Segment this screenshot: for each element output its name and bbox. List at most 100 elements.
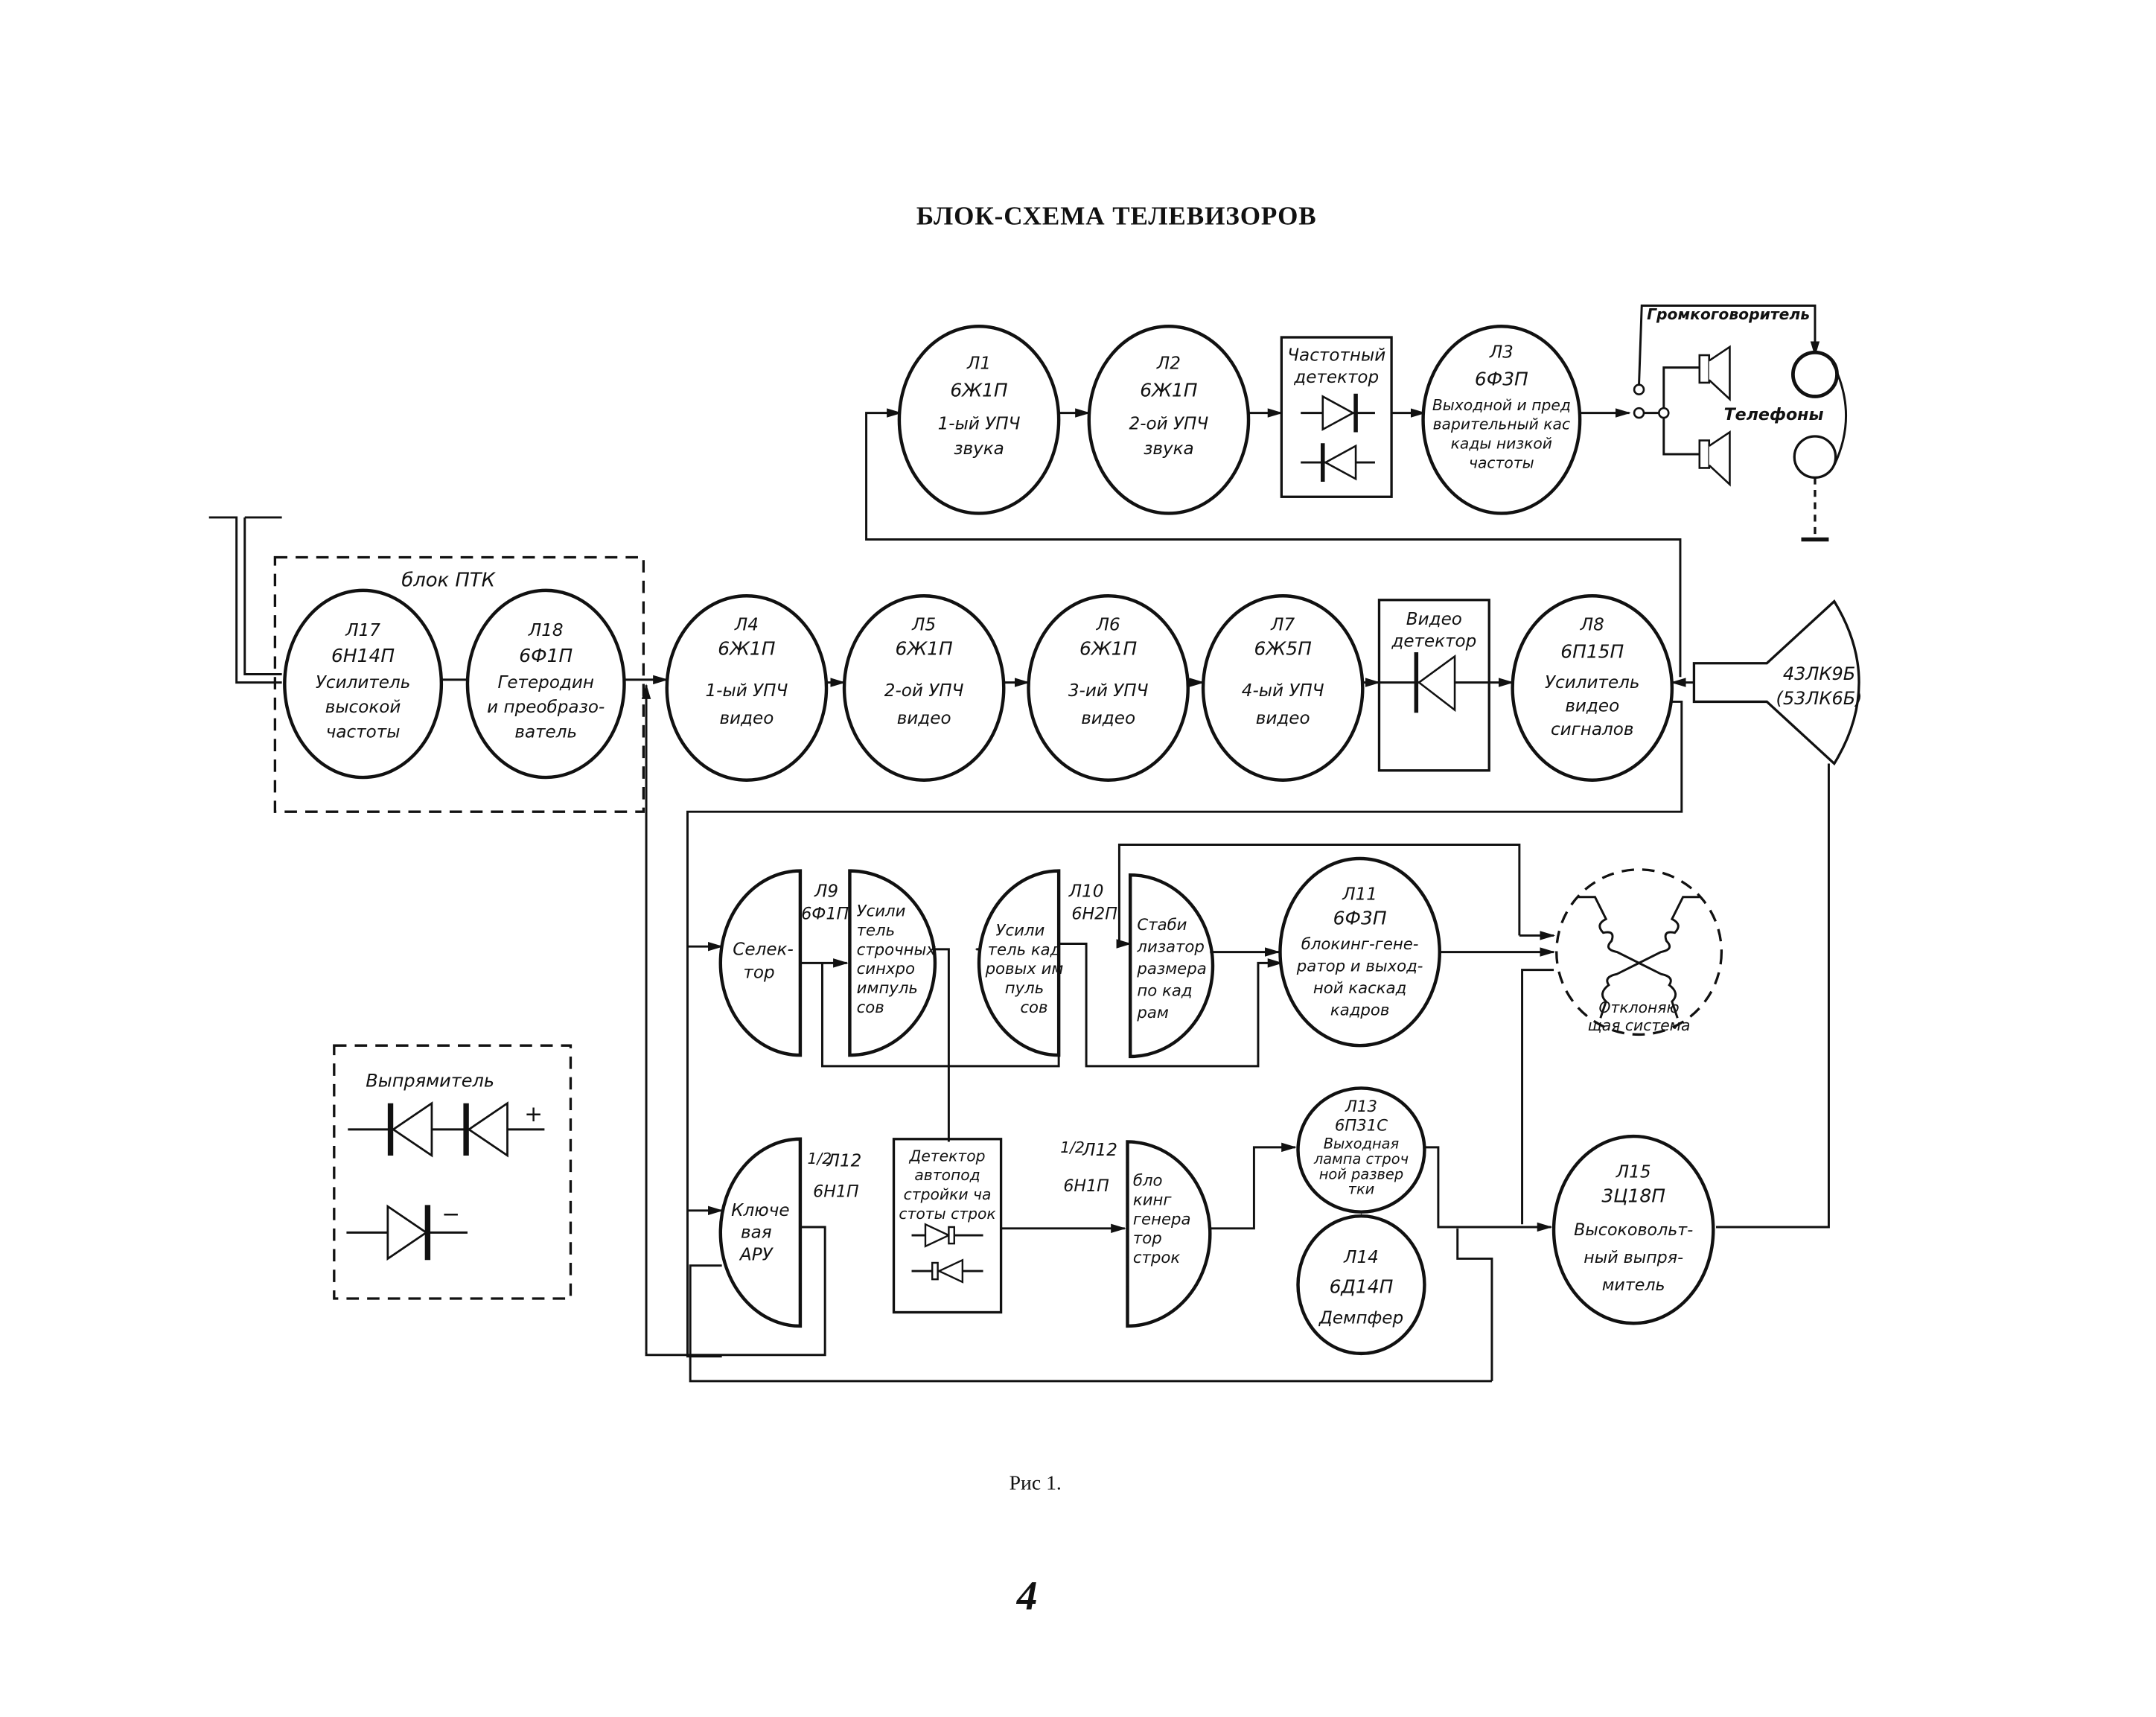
svg-text:6Ж5П: 6Ж5П bbox=[1254, 638, 1313, 660]
svg-text:Отклоняю: Отклоняю bbox=[1599, 998, 1680, 1016]
svg-text:щая система: щая система bbox=[1588, 1016, 1691, 1034]
svg-text:тки: тки bbox=[1348, 1181, 1375, 1198]
svg-text:43ЛК9Б: 43ЛК9Б bbox=[1783, 663, 1855, 684]
svg-text:Л12: Л12 bbox=[826, 1152, 862, 1171]
svg-text:тор: тор bbox=[1133, 1229, 1162, 1248]
svg-text:Л10: Л10 bbox=[1068, 882, 1104, 902]
svg-text:тель кад: тель кад bbox=[988, 940, 1062, 959]
svg-text:Л5: Л5 bbox=[911, 615, 936, 634]
svg-text:Выходная: Выходная bbox=[1324, 1135, 1400, 1153]
svg-text:2-ой УПЧ: 2-ой УПЧ bbox=[884, 681, 964, 701]
svg-text:варительный кас: варительный кас bbox=[1433, 415, 1571, 433]
svg-text:Частотный: Частотный bbox=[1287, 345, 1385, 365]
diode-icon bbox=[346, 1204, 468, 1261]
svg-text:Видео: Видео bbox=[1406, 610, 1462, 629]
svg-text:генера: генера bbox=[1133, 1210, 1191, 1229]
svg-text:пуль: пуль bbox=[1005, 979, 1044, 998]
svg-text:Усилитель: Усилитель bbox=[316, 673, 411, 692]
svg-text:Л8: Л8 bbox=[1580, 615, 1604, 634]
svg-text:Стаби: Стаби bbox=[1137, 916, 1187, 934]
svg-text:Л9: Л9 bbox=[814, 882, 838, 902]
svg-text:6Ж1П: 6Ж1П bbox=[1140, 379, 1198, 401]
diode-icon bbox=[1379, 652, 1490, 713]
svg-text:6Ф3П: 6Ф3П bbox=[1333, 908, 1387, 929]
svg-text:1-ый УПЧ: 1-ый УПЧ bbox=[938, 415, 1021, 434]
svg-text:6Д14П: 6Д14П bbox=[1330, 1276, 1394, 1298]
svg-text:видео: видео bbox=[1081, 709, 1135, 728]
svg-text:6Н2П: 6Н2П bbox=[1071, 904, 1117, 923]
svg-text:тель: тель bbox=[857, 921, 895, 940]
phones-label: Телефоны bbox=[1724, 405, 1824, 424]
svg-text:6Ж1П: 6Ж1П bbox=[895, 638, 953, 660]
svg-text:ватель: ватель bbox=[514, 722, 577, 742]
svg-text:Л2: Л2 bbox=[1156, 354, 1181, 373]
svg-text:4-ый УПЧ: 4-ый УПЧ bbox=[1242, 681, 1324, 701]
wire-sound-if-feed bbox=[865, 408, 1682, 678]
svg-text:синхро: синхро bbox=[857, 960, 915, 978]
svg-text:детектор: детектор bbox=[1293, 368, 1379, 387]
line-blocking-generator: бло кинг генера тор строк bbox=[1126, 1140, 1212, 1328]
svg-text:1-ый УПЧ: 1-ый УПЧ bbox=[705, 681, 788, 701]
tube-l4: Л4 6Ж1П 1-ый УПЧ видео bbox=[665, 594, 829, 782]
minus-sign: − bbox=[441, 1202, 460, 1227]
svg-text:высокой: высокой bbox=[325, 698, 401, 717]
svg-text:импуль: импуль bbox=[857, 979, 918, 998]
antenna bbox=[208, 516, 282, 684]
svg-text:рам: рам bbox=[1136, 1004, 1168, 1022]
video-detector: Видео детектор bbox=[1377, 599, 1490, 772]
svg-text:Л13: Л13 bbox=[1345, 1098, 1377, 1116]
headphones-icon bbox=[1791, 350, 1848, 542]
svg-text:6Ф3П: 6Ф3П bbox=[1475, 369, 1528, 390]
tube-l18: Л18 6Ф1П Гетеродин и преобразо- ватель bbox=[465, 588, 626, 780]
tube-l15: Л15 3Ц18П Высоковольт- ный выпря- митель bbox=[1551, 1134, 1715, 1325]
svg-text:Л11: Л11 bbox=[1342, 885, 1377, 904]
svg-text:3Ц18П: 3Ц18П bbox=[1601, 1185, 1665, 1207]
diode-icon bbox=[911, 1223, 983, 1248]
svg-text:ровых им: ровых им bbox=[985, 960, 1064, 978]
svg-text:видео: видео bbox=[1565, 696, 1619, 716]
line-section: Ключе вая АРУ 1/2 Л12 6Н1П Детектор авто… bbox=[645, 1086, 1715, 1383]
svg-text:Л17: Л17 bbox=[345, 621, 380, 640]
svg-text:Демпфер: Демпфер bbox=[1318, 1308, 1403, 1328]
svg-text:Л3: Л3 bbox=[1489, 343, 1514, 363]
tube-l2: Л2 6Ж1П 2-ой УПЧ звука bbox=[1087, 325, 1251, 515]
svg-text:стоты строк: стоты строк bbox=[899, 1205, 996, 1223]
diode-icon bbox=[911, 1258, 983, 1284]
sync-section: Селек- тор Л9 6Ф1П Усили тель строчных с… bbox=[718, 763, 1830, 1229]
svg-text:6П15П: 6П15П bbox=[1560, 640, 1624, 662]
svg-text:АРУ: АРУ bbox=[739, 1245, 774, 1264]
tube-l17: Л17 6Н14П Усилитель высокой частоты bbox=[283, 588, 444, 780]
svg-text:Усили: Усили bbox=[857, 902, 906, 921]
svg-text:и преобразо-: и преобразо- bbox=[487, 698, 605, 717]
rectifier-block: Выпрямитель + − bbox=[333, 1044, 573, 1300]
svg-text:лампа строч: лампа строч bbox=[1313, 1150, 1409, 1168]
svg-text:митель: митель bbox=[1602, 1275, 1665, 1295]
tube-l13: Л13 6П31С Выходная лампа строч ной разве… bbox=[1296, 1086, 1426, 1214]
ptk-block: блок ПТК Л17 6Н14П Усилитель высокой час… bbox=[273, 555, 645, 813]
svg-text:Л12: Л12 bbox=[1082, 1141, 1117, 1160]
output-switch[interactable] bbox=[1633, 305, 1820, 419]
video-channel: Л4 6Ж1П 1-ый УПЧ видео Л5 6Ж1П 2-ой УПЧ … bbox=[624, 594, 1863, 1358]
svg-text:6Н14П: 6Н14П bbox=[331, 645, 395, 666]
svg-text:Л7: Л7 bbox=[1270, 615, 1295, 634]
svg-text:2-ой УПЧ: 2-ой УПЧ bbox=[1129, 415, 1209, 434]
loudspeaker-icon bbox=[1698, 430, 1731, 487]
tube-l8: Л8 6П15П Усилитель видео сигналов bbox=[1511, 594, 1674, 782]
frame-sync-amplifier: Усили тель кад ровых им пуль сов bbox=[977, 869, 1064, 1057]
svg-text:Л15: Л15 bbox=[1616, 1162, 1651, 1182]
svg-text:3-ий УПЧ: 3-ий УПЧ bbox=[1068, 681, 1149, 701]
svg-text:6Н1П: 6Н1П bbox=[1063, 1176, 1109, 1196]
svg-text:6Н1П: 6Н1П bbox=[813, 1182, 859, 1201]
svg-text:детектор: детектор bbox=[1391, 632, 1476, 652]
svg-text:бло: бло bbox=[1133, 1172, 1163, 1191]
tube-l5: Л5 6Ж1П 2-ой УПЧ видео bbox=[842, 594, 1006, 782]
svg-text:Л14: Л14 bbox=[1343, 1248, 1379, 1267]
svg-text:Л1: Л1 bbox=[966, 354, 991, 373]
svg-text:строчных: строчных bbox=[857, 940, 937, 959]
svg-text:Ключе: Ключе bbox=[731, 1201, 789, 1220]
svg-text:6П31С: 6П31С bbox=[1335, 1117, 1388, 1135]
diode-icon bbox=[348, 1101, 545, 1158]
tube-l1: Л1 6Ж1П 1-ый УПЧ звука bbox=[897, 325, 1061, 515]
tube-l14: Л14 6Д14П Демпфер bbox=[1296, 1214, 1426, 1356]
